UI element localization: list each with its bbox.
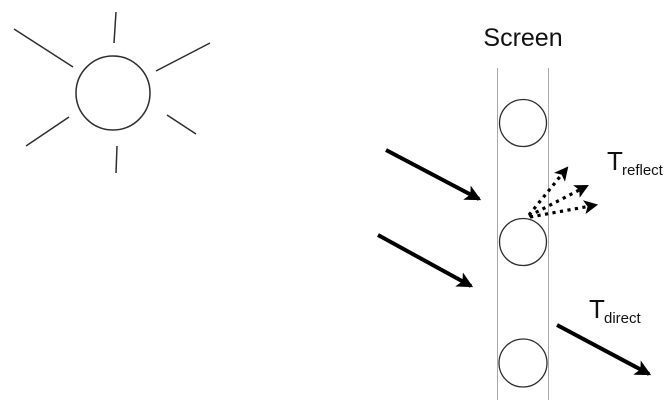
reflect-arrow-steep bbox=[527, 166, 569, 217]
screen-hole-top bbox=[498, 98, 548, 148]
screen-hole-middle bbox=[498, 217, 548, 267]
screen-holes bbox=[498, 98, 548, 388]
reflect-arrows bbox=[527, 166, 599, 219]
sun-ray-lower-right bbox=[166, 114, 197, 135]
sun-circle bbox=[75, 55, 151, 131]
t-direct-label: T direct bbox=[589, 294, 642, 327]
t-direct-symbol: T bbox=[589, 294, 605, 324]
reflect-arrow-middle bbox=[528, 184, 589, 218]
sun-ray-bottom bbox=[115, 145, 118, 174]
sun-ray-top bbox=[113, 11, 117, 44]
direct-arrow bbox=[556, 323, 652, 376]
reflect-arrow-shallow bbox=[529, 200, 599, 219]
screen-label: Screen bbox=[483, 24, 562, 52]
screen-hole-bottom bbox=[498, 338, 548, 388]
direct-arrow-group bbox=[556, 323, 652, 376]
incident-arrow-upper bbox=[385, 148, 482, 201]
sun-ray-upper-right bbox=[155, 42, 211, 72]
t-reflect-symbol: T bbox=[607, 146, 623, 176]
sun-ray-lower-left bbox=[25, 116, 70, 147]
incident-arrows bbox=[377, 148, 482, 288]
sun-icon bbox=[13, 11, 211, 174]
t-direct-subscript: direct bbox=[604, 310, 642, 327]
t-reflect-label: T reflect bbox=[607, 146, 664, 179]
t-reflect-subscript: reflect bbox=[622, 162, 664, 179]
incident-arrow-lower bbox=[377, 233, 474, 288]
sun-ray-upper-left bbox=[13, 28, 74, 68]
screen-structure bbox=[497, 68, 549, 400]
